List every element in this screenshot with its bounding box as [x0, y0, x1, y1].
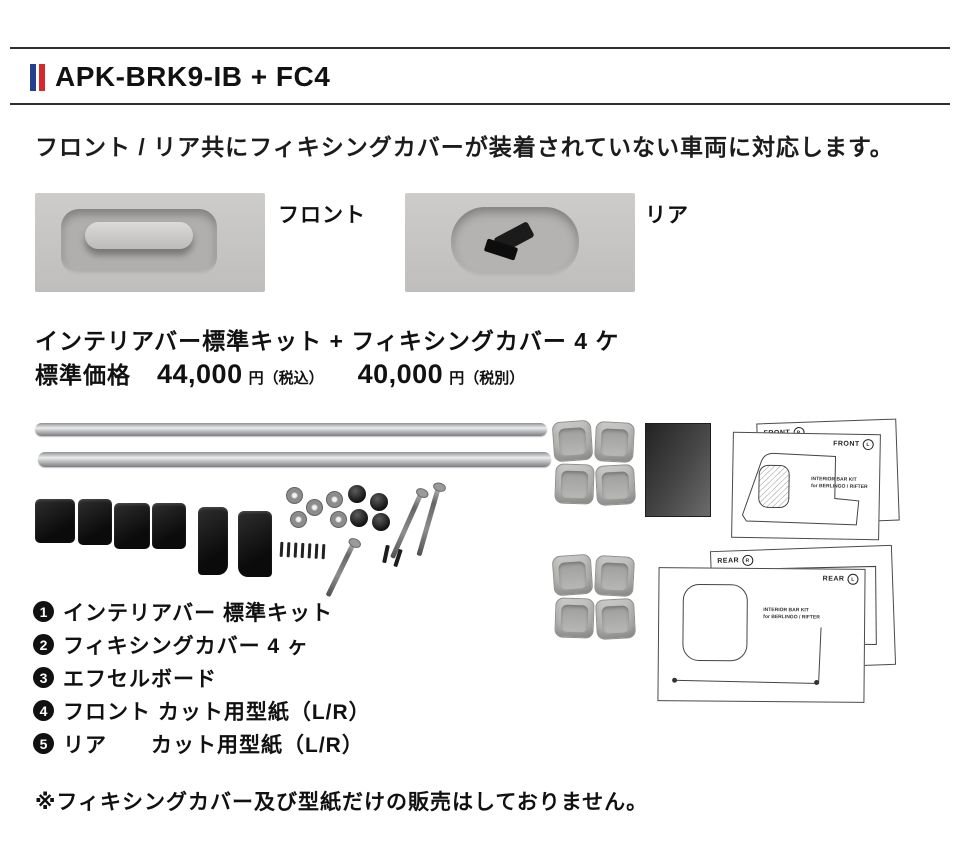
kit-text-line2: for BERLINGO / RIFTER — [763, 614, 820, 621]
disclaimer-note: ※フィキシングカバー及び型紙だけの販売はしておりません。 — [35, 791, 649, 814]
compatibility-description: フロント / リア共にフィキシングカバーが装着されていない車両に対応します。 — [35, 134, 894, 160]
efcell-board — [645, 423, 711, 517]
fixing-cover — [551, 553, 594, 597]
screw-part — [307, 543, 312, 559]
top-divider — [10, 47, 950, 49]
price-label: 標準価格 — [35, 362, 131, 388]
washer-part — [326, 491, 343, 508]
interior-bar-2 — [38, 452, 551, 467]
list-item: 3 エフセルボード — [33, 661, 371, 694]
fixing-covers-front-group — [551, 419, 637, 506]
fixing-cover — [554, 597, 595, 639]
side-l-badge: L — [847, 573, 859, 585]
screw-part — [300, 542, 305, 559]
fixing-cover — [593, 421, 636, 463]
front-photo-label: フロント — [278, 204, 366, 227]
rear-fixing-point-photo — [405, 193, 635, 292]
rear-label-text: REAR — [822, 575, 845, 583]
item-number-badge: 3 — [33, 667, 54, 688]
item-label: インテリアバー 標準キット — [63, 601, 333, 625]
item-number-badge: 1 — [33, 601, 54, 622]
item-label: リア カット用型紙（L/R） — [63, 733, 364, 757]
side-l-badge: L — [862, 438, 874, 451]
interior-bar-1 — [35, 423, 547, 436]
fixing-cover — [594, 598, 637, 640]
screw-part — [286, 542, 291, 558]
washer-part — [286, 487, 303, 504]
sheet-label: FRONT L — [833, 438, 874, 451]
list-item: 4 フロント カット用型紙（L/R） — [33, 694, 371, 727]
screw-part — [293, 542, 298, 558]
screw-part — [382, 544, 390, 564]
screw-part — [279, 541, 284, 557]
grab-handle-recess — [61, 209, 217, 275]
bracket-part — [114, 503, 150, 549]
knob-part — [370, 493, 388, 511]
front-fixing-point-photo — [35, 193, 265, 292]
fixing-cover — [551, 419, 594, 463]
template-kit-text: INTERIOR BAR KIT for BERLINGO / RIFTER — [763, 607, 820, 621]
rear-template-sheet-l: REAR L INTERIOR BAR KIT for BERLINGO / R… — [657, 567, 866, 703]
item-label: エフセルボード — [63, 667, 217, 691]
flag-red-bar — [39, 63, 45, 91]
sheet-label: REAR R — [717, 554, 754, 567]
screw-set — [279, 541, 326, 560]
knob-part — [372, 513, 390, 531]
item-label: フィキシングカバー 4 ヶ — [63, 634, 309, 658]
washer-part — [330, 511, 347, 528]
rear-photo-label: リア — [645, 204, 689, 227]
kit-text-line2: for BERLINGO / RIFTER — [810, 483, 868, 491]
fixing-cover — [594, 464, 637, 506]
fixing-cover — [554, 463, 595, 505]
screw-part — [314, 543, 319, 559]
price-excl-value: 40,000 — [357, 359, 444, 389]
front-label-text: FRONT — [833, 440, 860, 448]
tricolor-flag-icon — [30, 63, 45, 91]
washer-part — [290, 511, 307, 528]
list-item: 1 インテリアバー 標準キット — [33, 595, 371, 628]
bracket-part — [35, 499, 75, 543]
bracket-part — [152, 503, 186, 549]
title-row: APK-BRK9-IB + FC4 — [30, 58, 330, 96]
price-incl-unit: 円（税込） — [248, 370, 324, 387]
fixing-cover — [593, 555, 636, 597]
flag-blue-bar — [30, 63, 36, 91]
kit-name: インテリアバー標準キット + フィキシングカバー 4 ケ — [35, 328, 620, 354]
knob-part — [348, 485, 366, 503]
kit-contents-photo: FRONT R FRONT L — [0, 413, 960, 713]
rear-label-text: REAR — [717, 557, 740, 565]
washer-part — [306, 499, 323, 516]
item-number-badge: 4 — [33, 700, 54, 721]
item-number-badge: 2 — [33, 634, 54, 655]
knob-part — [350, 509, 368, 527]
grab-handle — [85, 222, 193, 249]
rear-recess — [451, 207, 579, 277]
template-kit-text: INTERIOR BAR KIT for BERLINGO / RIFTER — [811, 476, 868, 491]
price-incl-value: 44,000 — [157, 359, 243, 389]
title-divider — [10, 103, 950, 105]
item-label: フロント カット用型紙（L/R） — [63, 700, 371, 724]
front-template-sheet-l: FRONT L INTERIOR BAR KIT for BERLINGO / … — [731, 431, 881, 541]
price-row: 標準価格 44,000 円（税込） 40,000 円（税別） — [35, 356, 524, 390]
bracket-part — [198, 507, 228, 575]
bracket-part — [78, 499, 112, 545]
sheet-label: REAR L — [822, 573, 859, 585]
side-r-badge: R — [741, 554, 754, 567]
price-excl-unit: 円（税別） — [449, 370, 525, 387]
list-item: 5 リア カット用型紙（L/R） — [33, 727, 371, 760]
fixing-covers-rear-group — [551, 553, 637, 640]
list-item: 2 フィキシングカバー 4 ヶ — [33, 628, 371, 661]
page-title: APK-BRK9-IB + FC4 — [55, 61, 331, 92]
bolt-part — [325, 542, 356, 598]
template-outline-drawing — [741, 452, 860, 526]
item-number-badge: 5 — [33, 733, 54, 754]
template-outline-drawing — [672, 583, 822, 685]
bracket-part — [238, 511, 272, 577]
kit-item-list: 1 インテリアバー 標準キット 2 フィキシングカバー 4 ヶ 3 エフセルボー… — [33, 595, 371, 760]
screw-part — [321, 544, 326, 560]
